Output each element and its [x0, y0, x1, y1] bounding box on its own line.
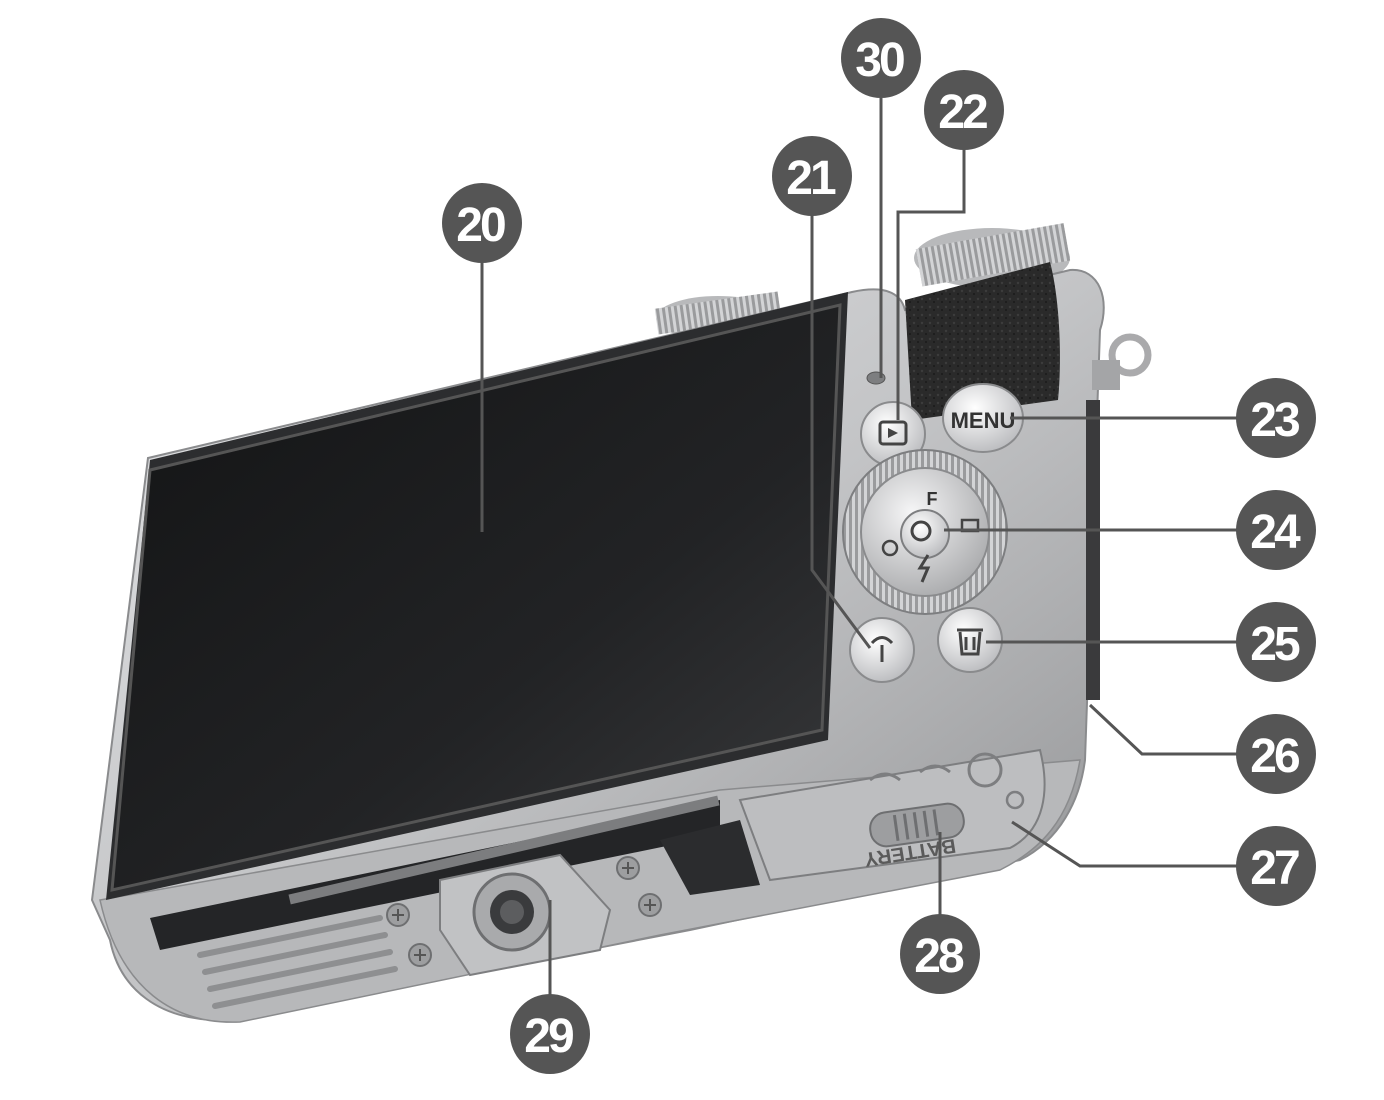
callout-29: 29	[510, 994, 590, 1074]
svg-text:25: 25	[1250, 618, 1300, 671]
leader-21	[810, 215, 872, 649]
svg-text:21: 21	[786, 152, 836, 205]
svg-text:28: 28	[914, 930, 964, 983]
play-icon	[888, 428, 898, 438]
svg-text:23: 23	[1250, 394, 1299, 447]
leather-grip	[905, 262, 1060, 420]
svg-text:22: 22	[938, 86, 987, 139]
dpad-top-glyph: F	[927, 489, 938, 509]
svg-text:29: 29	[524, 1010, 573, 1063]
grip-ridges	[197, 915, 398, 1009]
leader-22	[896, 148, 966, 420]
wifi-icon	[870, 636, 894, 645]
callout-28: 28	[900, 914, 980, 994]
leader-lines	[480, 98, 1238, 995]
svg-text:26: 26	[1250, 730, 1299, 783]
callout-22: 22	[924, 70, 1004, 150]
callout-24: 24	[1236, 490, 1316, 570]
svg-text:27: 27	[1250, 842, 1299, 895]
lcd-monitor	[106, 292, 848, 905]
callout-26: 26	[1236, 714, 1316, 794]
tripod-socket	[439, 853, 612, 977]
playback-button[interactable]	[860, 401, 926, 467]
side-port-cover	[1086, 400, 1100, 700]
wifi-button[interactable]	[849, 617, 915, 683]
callout-21: 21	[772, 136, 852, 216]
menu-button[interactable]: MENU	[942, 383, 1024, 453]
trash-icon	[957, 628, 983, 656]
flash-icon	[917, 554, 931, 583]
self-timer-icon	[881, 539, 899, 557]
menu-button-label: MENU	[951, 408, 1016, 433]
svg-text:24: 24	[1250, 506, 1301, 559]
svg-text:20: 20	[456, 199, 505, 252]
delete-button[interactable]	[937, 607, 1003, 673]
leader-26	[1088, 703, 1238, 756]
ok-button[interactable]	[900, 509, 950, 559]
callout-20: 20	[442, 183, 522, 263]
strap-lug	[1092, 333, 1152, 390]
leader-27	[1011, 820, 1238, 868]
callout-25: 25	[1236, 602, 1316, 682]
svg-text:30: 30	[855, 34, 904, 87]
callout-27: 27	[1236, 826, 1316, 906]
control-dial[interactable]: F	[842, 449, 1008, 615]
callout-23: 23	[1236, 378, 1316, 458]
callout-30: 30	[841, 18, 921, 98]
